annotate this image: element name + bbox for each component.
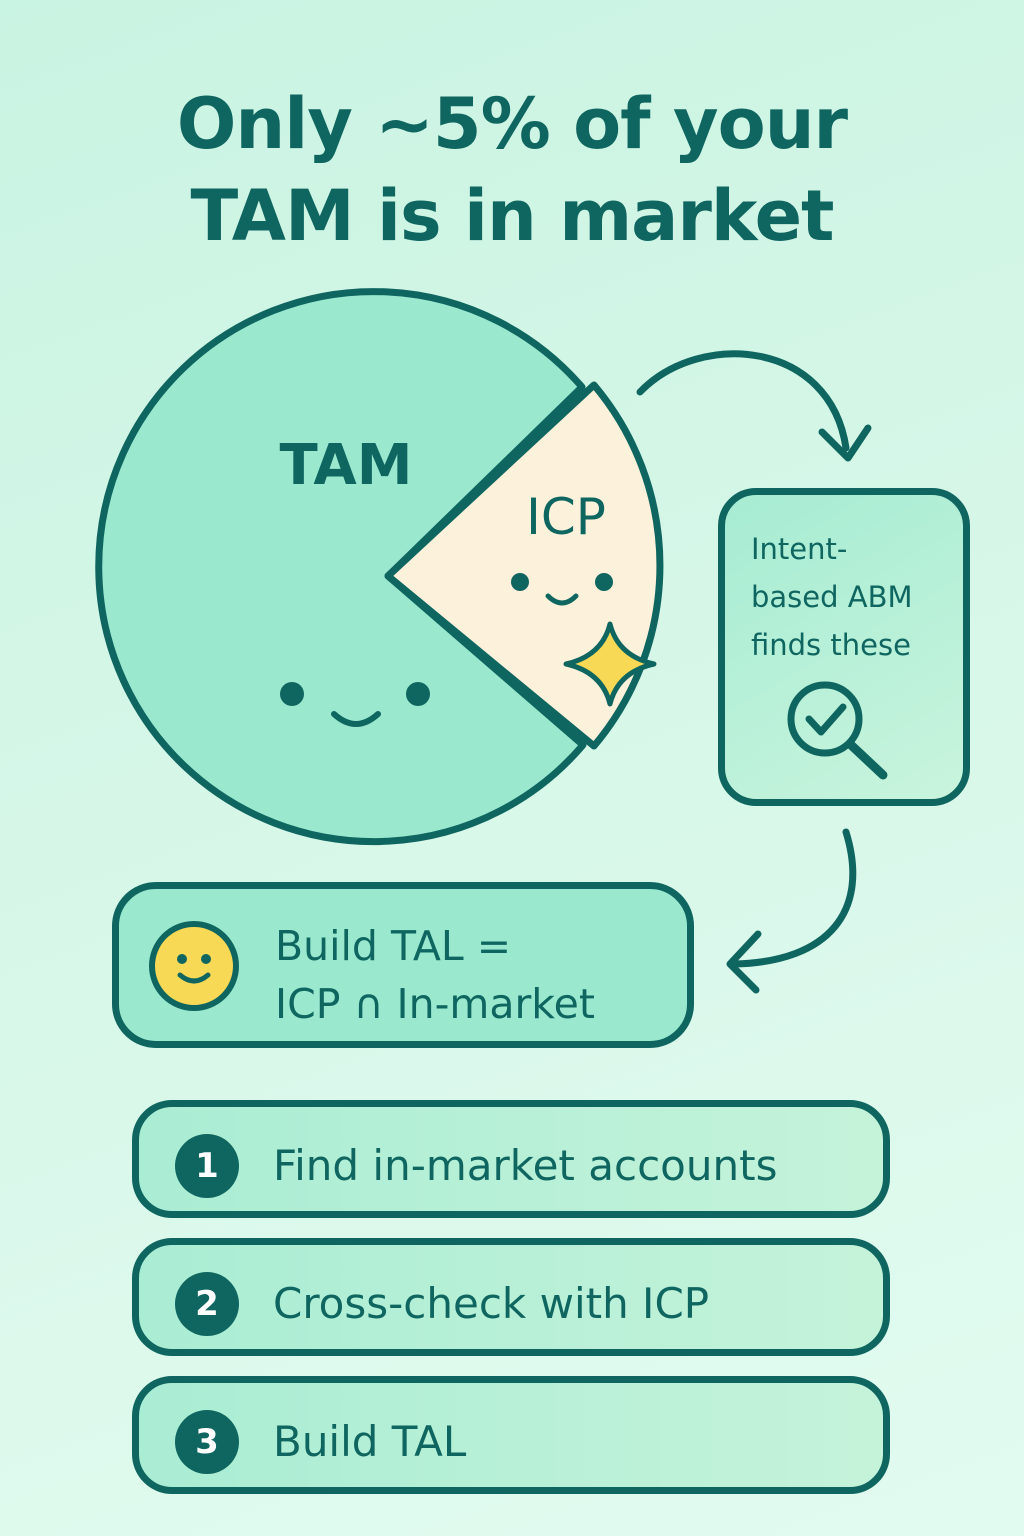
step-1: 1 Find in-market accounts [132, 1100, 890, 1218]
icp-label: ICP [526, 488, 606, 546]
step-1-number-badge: 1 [175, 1134, 239, 1198]
intent-card-text: Intent- based ABM finds these [751, 532, 913, 662]
magnifier-check-icon [787, 681, 888, 780]
intent-based-abm-card: Intent- based ABM finds these [718, 488, 970, 806]
step-2-number-badge: 2 [175, 1272, 239, 1336]
tal-formula: Build TAL = ICP ∩ In-market [275, 917, 595, 1033]
title-line-1: Only ~5% of your [176, 83, 848, 165]
tal-formula-line-2: ICP ∩ In-market [275, 980, 595, 1028]
tam-pie-chart: TAM ICP [95, 288, 664, 846]
tam-face-icon [280, 682, 430, 727]
page-title: Only ~5% of your TAM is in market [0, 78, 1024, 262]
step-3-label: Build TAL [273, 1417, 467, 1466]
sparkle-icon [563, 621, 657, 707]
tam-label: TAM [280, 433, 413, 498]
build-tal-card: Build TAL = ICP ∩ In-market [112, 882, 694, 1048]
arrow-intent-to-tal [726, 828, 857, 994]
step-3: 3 Build TAL [132, 1376, 890, 1494]
tam-slice [95, 288, 587, 846]
icp-face-icon [511, 573, 613, 606]
step-1-label: Find in-market accounts [273, 1141, 778, 1190]
title-line-2: TAM is in market [190, 175, 834, 257]
step-3-number-badge: 3 [175, 1410, 239, 1474]
tal-formula-line-1: Build TAL = [275, 922, 512, 970]
smiley-face-icon [149, 921, 239, 1011]
step-2: 2 Cross-check with ICP [132, 1238, 890, 1356]
step-2-label: Cross-check with ICP [273, 1279, 710, 1328]
arrow-pie-to-intent [636, 350, 872, 462]
